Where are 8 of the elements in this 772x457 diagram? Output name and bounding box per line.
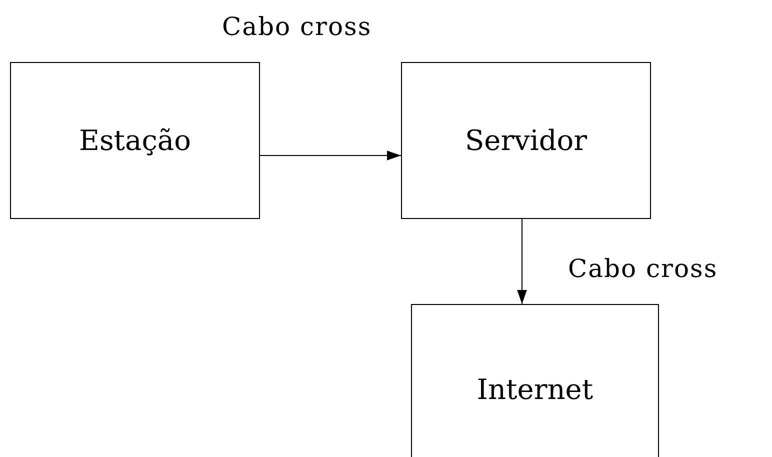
node-label: Servidor <box>464 124 588 157</box>
arrow <box>260 150 402 160</box>
process-box <box>10 62 260 219</box>
arrow <box>517 218 527 304</box>
process-box <box>411 304 659 457</box>
node-label: Internet <box>476 372 594 406</box>
node-label: Estação <box>79 124 191 157</box>
process-box <box>401 62 651 219</box>
